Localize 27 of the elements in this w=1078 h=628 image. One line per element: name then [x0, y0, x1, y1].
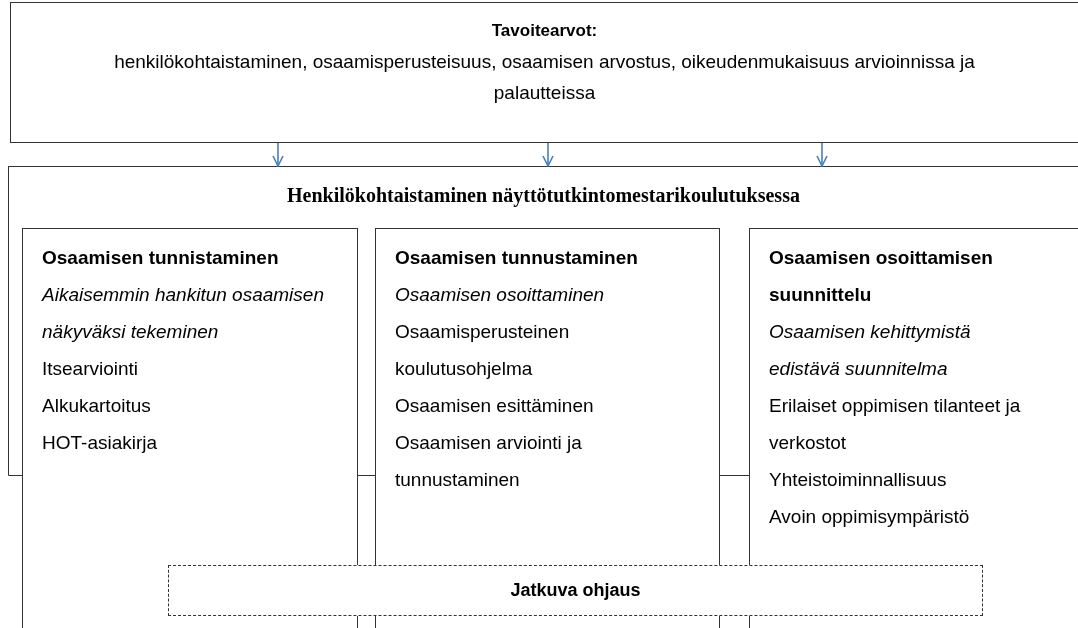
process-frame — [8, 166, 1078, 228]
arrow — [542, 142, 554, 167]
list-item: Osaamisen arviointi ja tunnustaminen — [395, 431, 583, 492]
list-item: Alkukartoitus — [42, 394, 152, 418]
frame-title: Henkilökohtaistaminen näyttötutkintomestarikoulutuksessa — [286, 184, 801, 207]
list-item: Erilaiset oppimisen tilanteet ja verkostot — [769, 394, 1022, 455]
list-item: HOT-asiakirja — [42, 431, 159, 455]
column-subheading: Osaamisen osoittaminen — [395, 283, 606, 307]
values-box — [10, 2, 1078, 143]
column-heading: Osaamisen tunnustaminen — [395, 246, 639, 270]
list-item: Avoin oppimisympäristö — [769, 505, 971, 529]
list-item: Itsearviointi — [42, 357, 140, 381]
phase-column — [749, 228, 1078, 628]
band-title: Jatkuva ohjaus — [509, 579, 642, 602]
column-heading: Osaamisen tunnistaminen — [42, 246, 280, 270]
list-item: Osaamisen esittäminen — [395, 394, 595, 418]
phase-column — [22, 228, 358, 628]
column-subheading: Aikaisemmin hankitun osaamisen näkyväksi tekeminen — [42, 283, 325, 344]
guidance-band — [168, 565, 983, 616]
list-item: Yhteistoiminnallisuus — [769, 468, 948, 492]
arrow — [816, 142, 828, 167]
list-item: Osaamisperusteinen koulutusohjelma — [395, 320, 571, 381]
column-heading: Osaamisen osoittamisen suunnittelu — [769, 246, 994, 307]
column-subheading: Osaamisen kehittymistä edistävä suunnitelma — [769, 320, 972, 381]
heading: Tavoitearvot: — [490, 20, 599, 42]
arrow — [272, 142, 284, 167]
value-list: henkilökohtaistaminen, osaamisperusteisuus, osaamisen arvostus, oikeudenmukaisuus arvioinnissa ja palautteissa — [64, 46, 1025, 108]
